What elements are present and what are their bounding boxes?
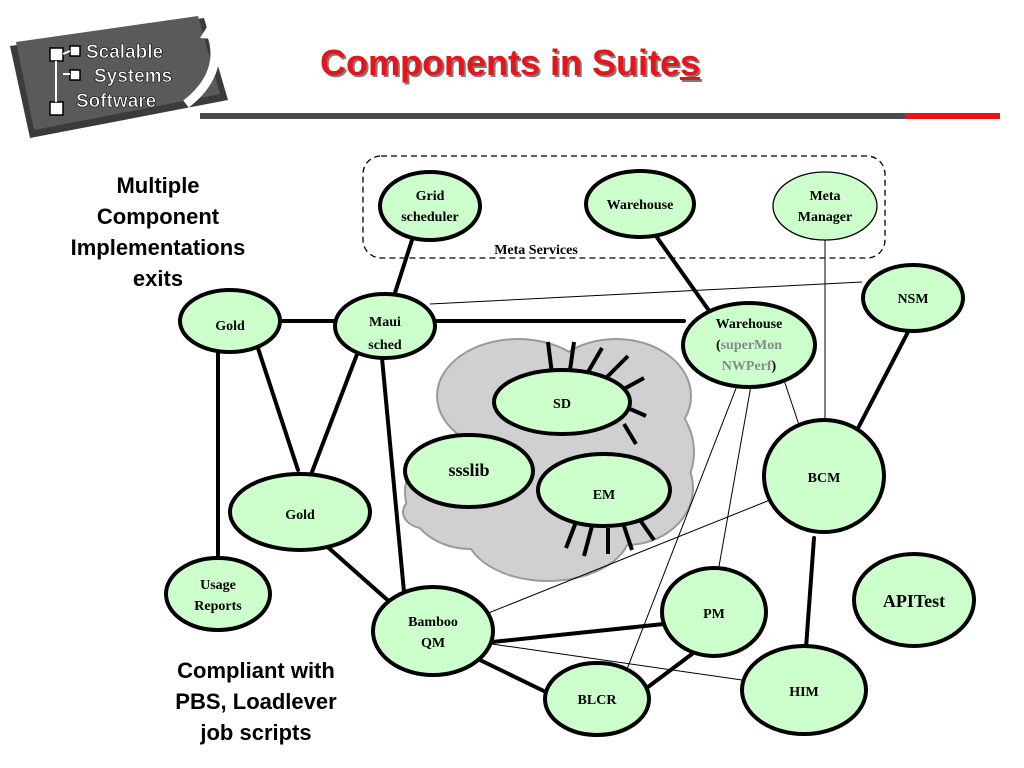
note-line: exits bbox=[132, 266, 184, 291]
node-meta-manager bbox=[772, 171, 878, 241]
logo-text-scalable: Scalable bbox=[86, 42, 163, 63]
label-him: HIM bbox=[789, 685, 819, 700]
connector-maui-bamboo bbox=[380, 356, 406, 594]
note-line: Multiple bbox=[116, 173, 200, 198]
meta-services-label: Meta Services bbox=[494, 243, 578, 258]
label-bamboo-line2: QM bbox=[421, 636, 445, 651]
note-line: Compliant with bbox=[177, 658, 335, 683]
label-gold-bottom: Gold bbox=[285, 508, 315, 523]
connector-warehouse-blcr bbox=[621, 377, 741, 683]
label-bcm: BCM bbox=[808, 471, 841, 486]
label-usage-reports-line2: Reports bbox=[194, 599, 242, 614]
node-gold-top bbox=[178, 288, 282, 354]
node-sd bbox=[492, 368, 632, 436]
node-gold-bottom bbox=[228, 472, 372, 552]
compliance-note: Compliant with PBS, Loadlever job script… bbox=[148, 655, 364, 748]
note-line: job scripts bbox=[200, 720, 312, 745]
connector-bamboo-pm bbox=[490, 622, 666, 644]
node-blcr bbox=[543, 661, 651, 737]
title-divider-dark bbox=[200, 113, 1000, 119]
title-divider-red bbox=[905, 113, 1000, 119]
connector-maui-nsm bbox=[429, 281, 863, 305]
em-tick-marks bbox=[564, 518, 656, 557]
label-apitest: APITest bbox=[883, 591, 945, 611]
label-bamboo-line1: Bamboo bbox=[408, 615, 458, 630]
connector-blcr-pm bbox=[642, 652, 694, 692]
node-nsm bbox=[861, 263, 965, 333]
label-open-paren: ( bbox=[716, 338, 721, 353]
slide-title: Components in Suites bbox=[240, 42, 780, 84]
slide-title-underlined-letter: s bbox=[679, 42, 701, 83]
thick-connectors bbox=[216, 234, 910, 696]
scalable-systems-software-logo: Scalable Systems Software bbox=[10, 16, 228, 138]
logo-text-software: Software bbox=[76, 91, 156, 112]
connector-bcm-him bbox=[804, 536, 816, 650]
node-pm bbox=[660, 566, 768, 658]
label-warehouse-main: Warehouse bbox=[716, 317, 783, 332]
connector-bamboo-blcr bbox=[478, 658, 552, 696]
sd-tick-marks bbox=[546, 341, 647, 446]
label-maui-line2: sched bbox=[368, 338, 402, 353]
node-warehouse-supermon bbox=[681, 301, 817, 389]
connector-nsm-bcm bbox=[854, 330, 910, 434]
note-line: Implementations bbox=[70, 235, 246, 260]
label-nsm: NSM bbox=[897, 292, 928, 307]
label-pm: PM bbox=[703, 607, 725, 622]
meta-services-box bbox=[362, 155, 886, 259]
label-nwperf-line: NWPerf) bbox=[722, 359, 777, 374]
note-line: Component bbox=[96, 204, 220, 229]
label-gold-top: Gold bbox=[215, 319, 245, 334]
label-supermon: superMon bbox=[721, 338, 783, 353]
label-grid-scheduler-line2: scheduler bbox=[401, 210, 459, 225]
connector-goldtop-goldbottom bbox=[250, 328, 300, 472]
node-ssslib bbox=[403, 433, 535, 509]
node-apitest bbox=[852, 552, 976, 648]
label-blcr: BLCR bbox=[578, 693, 618, 708]
label-usage-reports-line1: Usage bbox=[200, 578, 236, 593]
label-meta-manager-line1: Meta bbox=[809, 189, 840, 204]
node-usage-reports bbox=[164, 556, 272, 632]
node-em bbox=[536, 452, 672, 528]
logo-arrow-icon bbox=[183, 34, 220, 108]
connector-warehouse-pm bbox=[717, 379, 753, 573]
node-bamboo-qm bbox=[371, 585, 495, 677]
note-line: PBS, Loadlever bbox=[175, 689, 337, 714]
connector-grid-maui bbox=[392, 238, 414, 298]
node-grid-scheduler bbox=[378, 170, 482, 242]
connector-bamboo-bcm bbox=[485, 499, 771, 615]
node-maui-sched bbox=[333, 292, 437, 360]
slide-title-main: Components in Suite bbox=[319, 42, 680, 83]
connector-warehousetop-warehouse bbox=[654, 234, 712, 314]
logo-arrow-head-icon bbox=[200, 16, 228, 40]
connector-warehouse-bcm bbox=[781, 373, 801, 429]
label-warehouse-meta: Warehouse bbox=[607, 198, 674, 213]
connector-bamboo-him bbox=[491, 643, 743, 681]
label-maui-line1: Maui bbox=[369, 315, 401, 330]
logo-text-systems: Systems bbox=[94, 66, 172, 87]
label-ssslib: ssslib bbox=[448, 460, 489, 480]
logo-squares-icon bbox=[49, 45, 81, 116]
thin-connectors bbox=[429, 240, 863, 683]
node-him bbox=[740, 644, 868, 736]
connector-goldbottom-bamboo bbox=[320, 540, 394, 606]
label-sd: SD bbox=[553, 397, 571, 412]
label-warehouse-supermon-line: (superMon bbox=[716, 338, 782, 353]
label-meta-manager-line2: Manager bbox=[798, 210, 852, 225]
label-nwperf: NWPerf bbox=[722, 359, 772, 374]
multiple-implementations-note: Multiple Component Implementations exits bbox=[40, 170, 276, 294]
label-close-paren: ) bbox=[772, 359, 777, 374]
node-warehouse-meta bbox=[584, 169, 696, 239]
connector-maui-goldbottom bbox=[310, 334, 366, 474]
node-bcm bbox=[762, 418, 886, 534]
label-grid-scheduler-line1: Grid bbox=[416, 189, 445, 204]
logo-plate-shape bbox=[16, 16, 220, 130]
label-em: EM bbox=[593, 488, 616, 503]
